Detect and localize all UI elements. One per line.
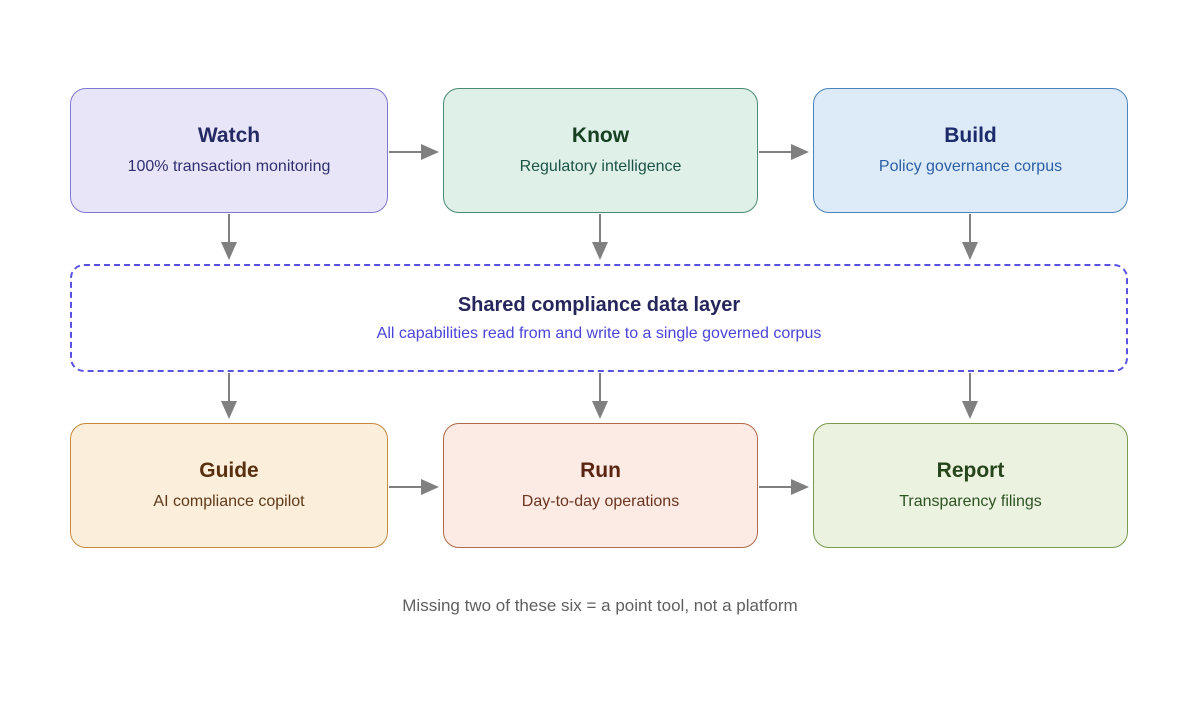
node-guide: Guide AI compliance copilot (70, 423, 388, 548)
node-know: Know Regulatory intelligence (443, 88, 758, 213)
node-run: Run Day-to-day operations (443, 423, 758, 548)
node-build: Build Policy governance corpus (813, 88, 1128, 213)
node-guide-title: Guide (199, 459, 259, 483)
node-watch-subtitle: 100% transaction monitoring (127, 158, 331, 176)
node-report-subtitle: Transparency filings (899, 493, 1042, 511)
node-report: Report Transparency filings (813, 423, 1128, 548)
node-build-title: Build (944, 124, 997, 148)
node-build-subtitle: Policy governance corpus (878, 158, 1063, 176)
caption: Missing two of these six = a point tool,… (402, 596, 798, 615)
node-shared-data-layer: Shared compliance data layer All capabil… (70, 264, 1128, 372)
node-watch: Watch 100% transaction monitoring (70, 88, 388, 213)
data-layer-title: Shared compliance data layer (457, 293, 741, 316)
node-know-title: Know (571, 124, 630, 148)
node-know-subtitle: Regulatory intelligence (519, 158, 682, 176)
data-layer-subtitle: All capabilities read from and write to … (376, 324, 822, 342)
node-watch-title: Watch (197, 124, 261, 148)
node-run-subtitle: Day-to-day operations (521, 493, 680, 511)
node-report-title: Report (936, 459, 1005, 483)
node-guide-subtitle: AI compliance copilot (153, 493, 305, 511)
node-run-title: Run (580, 459, 621, 483)
